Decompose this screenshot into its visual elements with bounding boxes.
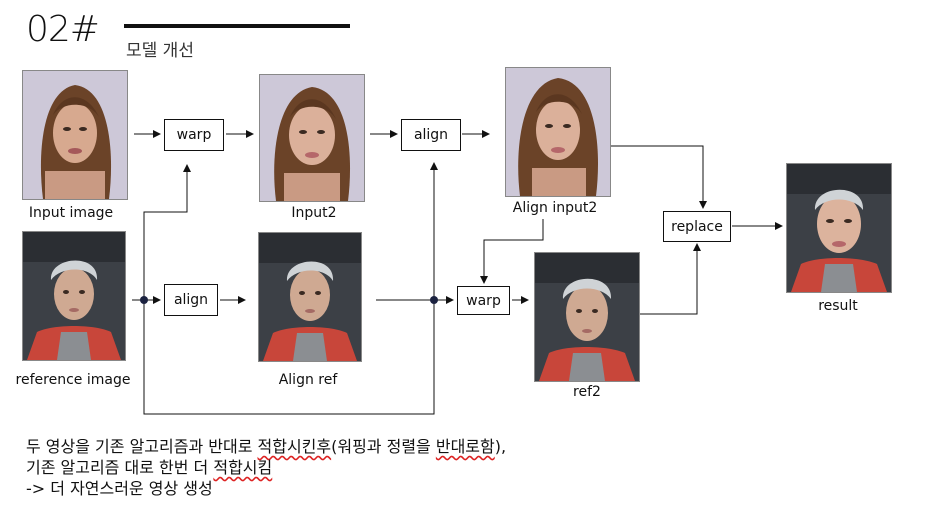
explanation-notes: 두 영상을 기존 알고리즘과 반대로 적합시킨후(워핑과 정렬을 반대로함), …	[26, 436, 506, 499]
align-input2-image	[505, 67, 611, 197]
warp-op-box-bottom: warp	[457, 286, 510, 315]
replace-op-box: replace	[663, 211, 731, 242]
align-ref-image	[258, 232, 362, 362]
align-op-box-top: align	[401, 119, 461, 151]
junction-dot	[140, 296, 148, 304]
warp-op-box-top: warp	[164, 119, 224, 151]
title-rule	[124, 24, 350, 28]
result-image	[786, 163, 892, 293]
ref2-image	[534, 252, 640, 382]
align-input2-caption: Align input2	[512, 200, 598, 216]
result-caption: result	[818, 298, 858, 314]
note-line-2: 기존 알고리즘 대로 한번 더 적합시킴	[26, 458, 273, 477]
ref2-caption: ref2	[573, 384, 601, 400]
reference-image-caption: reference image	[15, 372, 131, 388]
note-line-1: 두 영상을 기존 알고리즘과 반대로 적합시킨후(워핑과 정렬을 반대로함),	[26, 437, 507, 456]
input2-image	[259, 74, 365, 202]
junction-dot	[430, 296, 438, 304]
align-op-box-bottom: align	[164, 284, 218, 316]
slide-number: 02#	[26, 9, 100, 50]
slide-subtitle: 모델 개선	[126, 41, 194, 61]
input-image	[22, 70, 128, 200]
input-image-caption: Input image	[28, 205, 114, 221]
reference-image	[22, 231, 126, 361]
note-line-3: -> 더 자연스러운 영상 생성	[26, 479, 213, 498]
align-ref-caption: Align ref	[278, 372, 338, 388]
input2-caption: Input2	[291, 205, 337, 221]
